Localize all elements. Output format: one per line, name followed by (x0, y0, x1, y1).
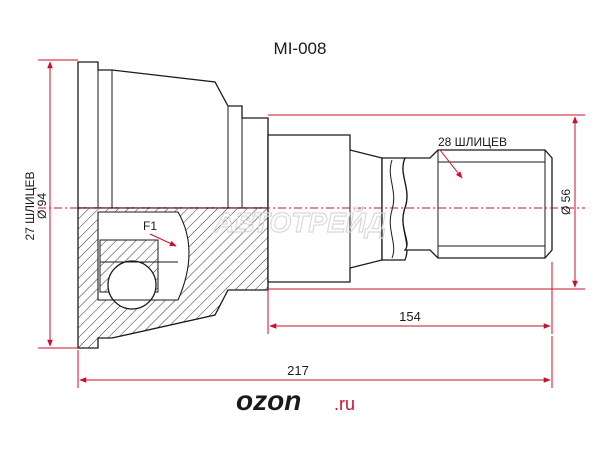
label-outer-splines: 28 ШЛИЦЕВ (438, 135, 507, 149)
brand-logo: ozon .ru (236, 385, 355, 416)
label-total-length: 217 (287, 363, 309, 378)
leader-f1 (149, 233, 177, 247)
leader-outer-splines (439, 149, 463, 179)
watermark: АВТОТРЕЙД (213, 206, 386, 238)
bearing-ball (107, 260, 157, 310)
dim-outer-diameter (38, 59, 78, 349)
shaft (267, 134, 553, 283)
dim-shaft-diameter (268, 114, 585, 290)
label-shaft-diameter: Ø 56 (559, 189, 573, 215)
dim-total-length (77, 336, 553, 388)
label-f1: F1 (143, 219, 157, 233)
label-shaft-length: 154 (399, 309, 421, 324)
label-outer-diameter: Ø 94 (35, 193, 49, 219)
brand-suffix: .ru (334, 394, 355, 414)
label-inner-splines: 27 ШЛИЦЕВ (23, 171, 37, 240)
joint-housing (77, 61, 269, 349)
dim-shaft-length (267, 262, 553, 334)
part-number: MI-008 (274, 39, 327, 58)
brand-name: ozon (236, 385, 301, 416)
